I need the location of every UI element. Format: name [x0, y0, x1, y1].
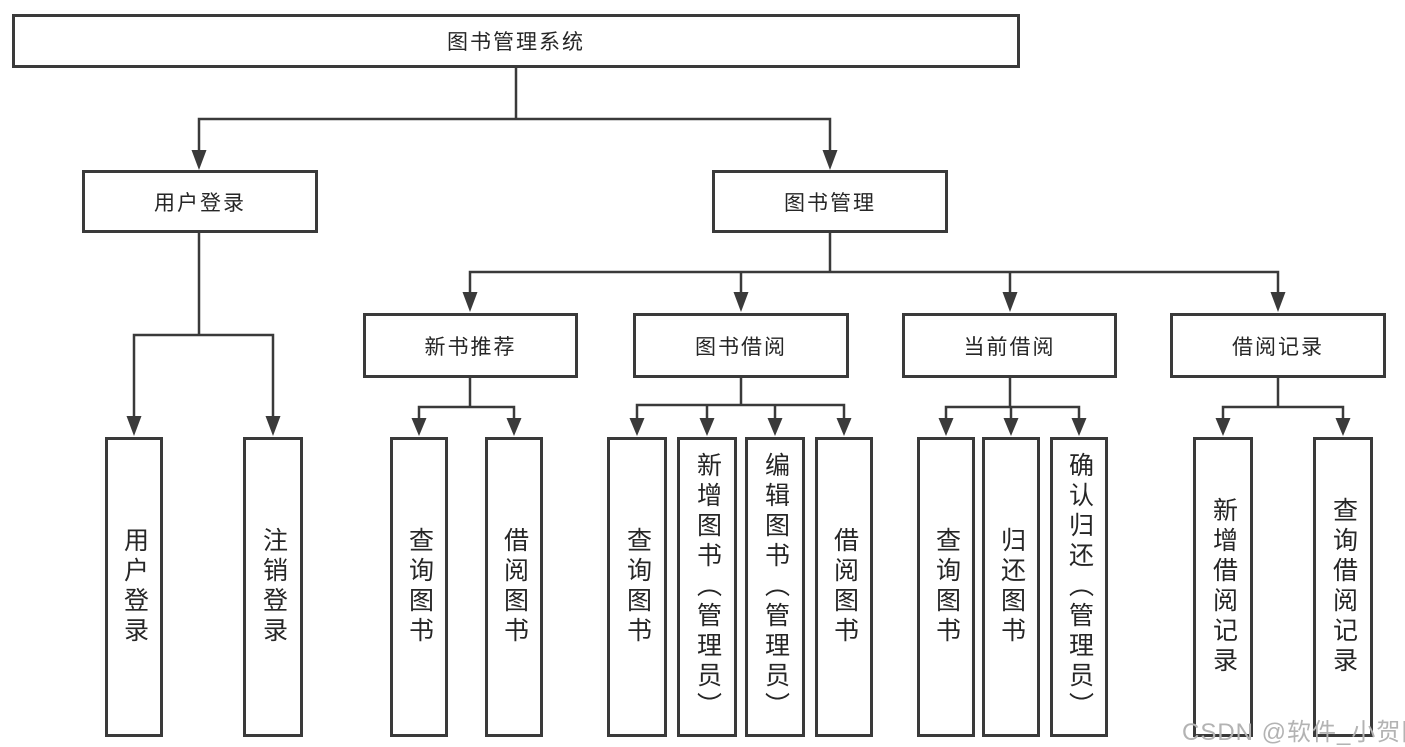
leaf-label: 用户登录	[120, 527, 149, 647]
leaf-label: 新增图书（管理员）	[693, 452, 722, 722]
arrowhead-icon	[938, 418, 954, 436]
node-leaf-query-book-2: 查询图书	[607, 437, 667, 737]
edge-borrowrecords-to-leaves	[1221, 376, 1345, 422]
arrowhead-icon	[733, 292, 749, 312]
node-leaf-user-login: 用户登录	[105, 437, 163, 737]
arrowhead-icon	[1270, 292, 1286, 312]
arrowhead-icon	[1003, 418, 1019, 436]
node-leaf-return-book: 归还图书	[982, 437, 1040, 737]
node-leaf-query-book-3: 查询图书	[917, 437, 975, 737]
leaf-label: 借阅图书	[500, 527, 529, 647]
node-leaf-logout: 注销登录	[243, 437, 303, 737]
node-book-borrow: 图书借阅	[633, 313, 849, 378]
arrowhead-icon	[506, 418, 522, 436]
arrowhead-icon	[191, 150, 207, 170]
node-leaf-borrow-book-2: 借阅图书	[815, 437, 873, 737]
node-book-mgmt: 图书管理	[712, 170, 948, 233]
node-leaf-query-book-1: 查询图书	[390, 437, 448, 737]
node-leaf-add-book: 新增图书（管理员）	[677, 437, 737, 737]
arrowhead-icon	[767, 418, 783, 436]
leaf-label: 查询图书	[405, 527, 434, 647]
edge-userlogin-to-leaves	[132, 231, 275, 420]
leaf-label: 注销登录	[259, 527, 288, 647]
edge-bookmgmt-to-level3	[468, 231, 1280, 297]
arrowhead-icon	[1071, 418, 1087, 436]
edge-root-to-level2	[197, 66, 832, 154]
arrowhead-icon	[836, 418, 852, 436]
node-borrow-records: 借阅记录	[1170, 313, 1386, 378]
node-root: 图书管理系统	[12, 14, 1020, 68]
edge-newbookrec-to-leaves	[417, 376, 516, 422]
leaf-label: 查询图书	[623, 527, 652, 647]
node-leaf-add-record: 新增借阅记录	[1193, 437, 1253, 737]
arrowhead-icon	[265, 416, 281, 436]
leaf-label: 查询借阅记录	[1329, 497, 1358, 677]
node-current-borrow: 当前借阅	[902, 313, 1117, 378]
arrowhead-icon	[629, 418, 645, 436]
node-leaf-borrow-book-1: 借阅图书	[485, 437, 543, 737]
arrowhead-icon	[411, 418, 427, 436]
arrowhead-icon	[462, 292, 478, 312]
leaf-label: 借阅图书	[830, 527, 859, 647]
leaf-label: 确认归还（管理员）	[1065, 452, 1094, 722]
edge-currentborrow-to-leaves	[944, 376, 1081, 422]
leaf-label: 查询图书	[932, 527, 961, 647]
arrowhead-icon	[822, 150, 838, 170]
leaf-label: 归还图书	[997, 527, 1026, 647]
arrowhead-icon	[1002, 292, 1018, 312]
leaf-label: 编辑图书（管理员）	[761, 452, 790, 722]
arrowhead-icon	[1215, 418, 1231, 436]
node-user-login: 用户登录	[82, 170, 318, 233]
node-new-book-rec: 新书推荐	[363, 313, 578, 378]
leaf-label: 新增借阅记录	[1209, 497, 1238, 677]
arrowhead-icon	[126, 416, 142, 436]
node-leaf-confirm-return: 确认归还（管理员）	[1050, 437, 1108, 737]
node-leaf-query-record: 查询借阅记录	[1313, 437, 1373, 737]
arrowhead-icon	[1335, 418, 1351, 436]
node-leaf-edit-book: 编辑图书（管理员）	[745, 437, 805, 737]
edge-bookborrow-to-leaves	[635, 376, 846, 422]
arrowheads	[126, 150, 1351, 436]
arrowhead-icon	[699, 418, 715, 436]
watermark: CSDN @软件_小贺同学	[1182, 719, 1405, 746]
